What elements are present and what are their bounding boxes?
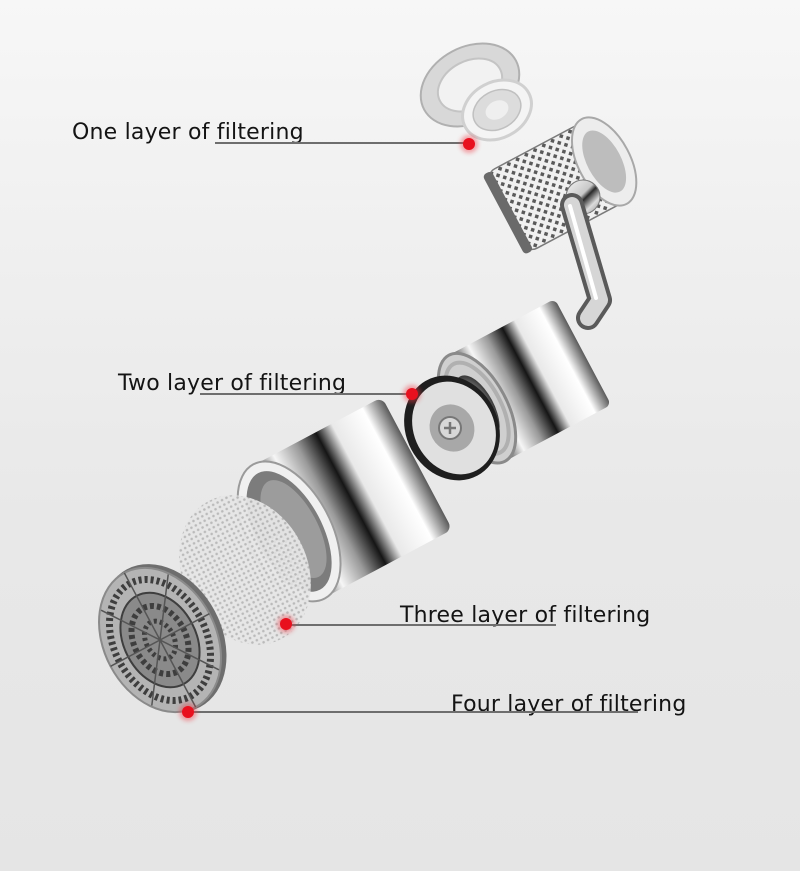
mesh-disc: [461, 78, 533, 142]
callout-leader-line: [286, 624, 556, 626]
callout-leader-line: [215, 142, 469, 144]
callout-dot-marker: [280, 618, 292, 630]
callout-dot-marker: [182, 706, 194, 718]
callout-dot-marker: [406, 388, 418, 400]
callout-leader-line: [200, 393, 412, 395]
callout-leader-line: [188, 711, 638, 713]
callout-label-one-layer: One layer of filtering: [72, 120, 304, 145]
callout-label-three-layer: Three layer of filtering: [400, 603, 651, 628]
filter-disc-ring: [404, 375, 500, 481]
callout-label-two-layer: Two layer of filtering: [118, 371, 347, 396]
aerator-grille: [98, 564, 227, 714]
callout-label-four-layer: Four layer of filtering: [451, 692, 687, 717]
callout-dot-marker: [463, 138, 475, 150]
